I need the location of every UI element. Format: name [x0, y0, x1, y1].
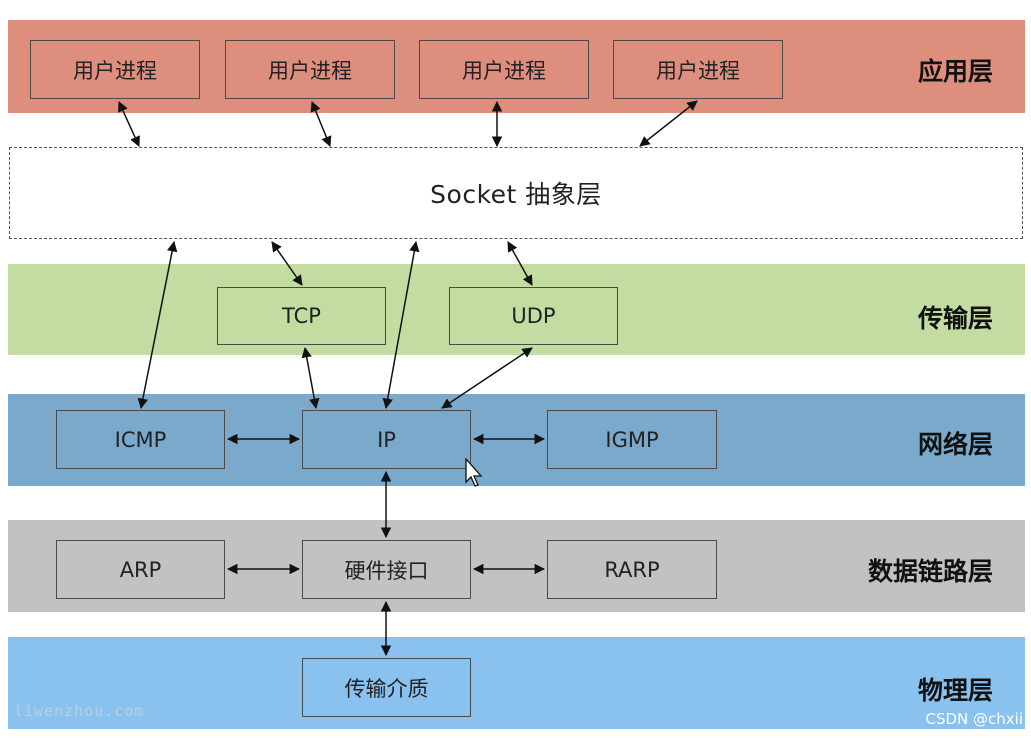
user-process-box-1: 用户进程: [30, 40, 200, 99]
datalink-layer-label: 数据链路层: [867, 557, 993, 586]
user-process-label-4: 用户进程: [656, 58, 740, 83]
transmission-medium-box: 传输介质: [302, 658, 471, 717]
watermark-left: liwenzhou.com: [14, 702, 145, 720]
igmp-box: IGMP: [547, 410, 717, 469]
socket-abstraction-layer: Socket 抽象层: [9, 147, 1023, 239]
physical-layer-label: 物理层: [917, 676, 993, 705]
user-process-label-3: 用户进程: [462, 58, 546, 83]
user-process-box-4: 用户进程: [613, 40, 783, 99]
udp-box: UDP: [449, 287, 618, 345]
ip-label: IP: [377, 427, 396, 452]
igmp-label: IGMP: [605, 427, 659, 452]
socket-layer-label: Socket 抽象层: [430, 180, 602, 209]
user-process-box-2: 用户进程: [225, 40, 395, 99]
physical-layer-band: [8, 637, 1025, 729]
user-process-label-1: 用户进程: [73, 58, 157, 83]
user-process-label-2: 用户进程: [268, 58, 352, 83]
hardware-interface-label: 硬件接口: [344, 558, 429, 583]
rarp-box: RARP: [547, 540, 717, 599]
transport-layer-label: 传输层: [917, 304, 993, 333]
user-process-box-3: 用户进程: [419, 40, 589, 99]
mouse-cursor-icon: [465, 458, 483, 487]
application-layer-label: 应用层: [917, 57, 993, 86]
icmp-box: ICMP: [56, 410, 225, 469]
network-layer-label: 网络层: [917, 430, 993, 459]
udp-label: UDP: [511, 304, 556, 328]
icmp-label: ICMP: [114, 427, 167, 452]
tcp-box: TCP: [217, 287, 386, 345]
rarp-label: RARP: [604, 557, 660, 582]
watermark-right: CSDN @chxii: [925, 710, 1024, 728]
ip-box: IP: [302, 410, 471, 469]
arp-label: ARP: [119, 557, 162, 582]
tcp-label: TCP: [282, 304, 321, 328]
hardware-interface-box: 硬件接口: [302, 540, 471, 599]
transmission-medium-label: 传输介质: [344, 676, 429, 701]
arp-box: ARP: [56, 540, 225, 599]
